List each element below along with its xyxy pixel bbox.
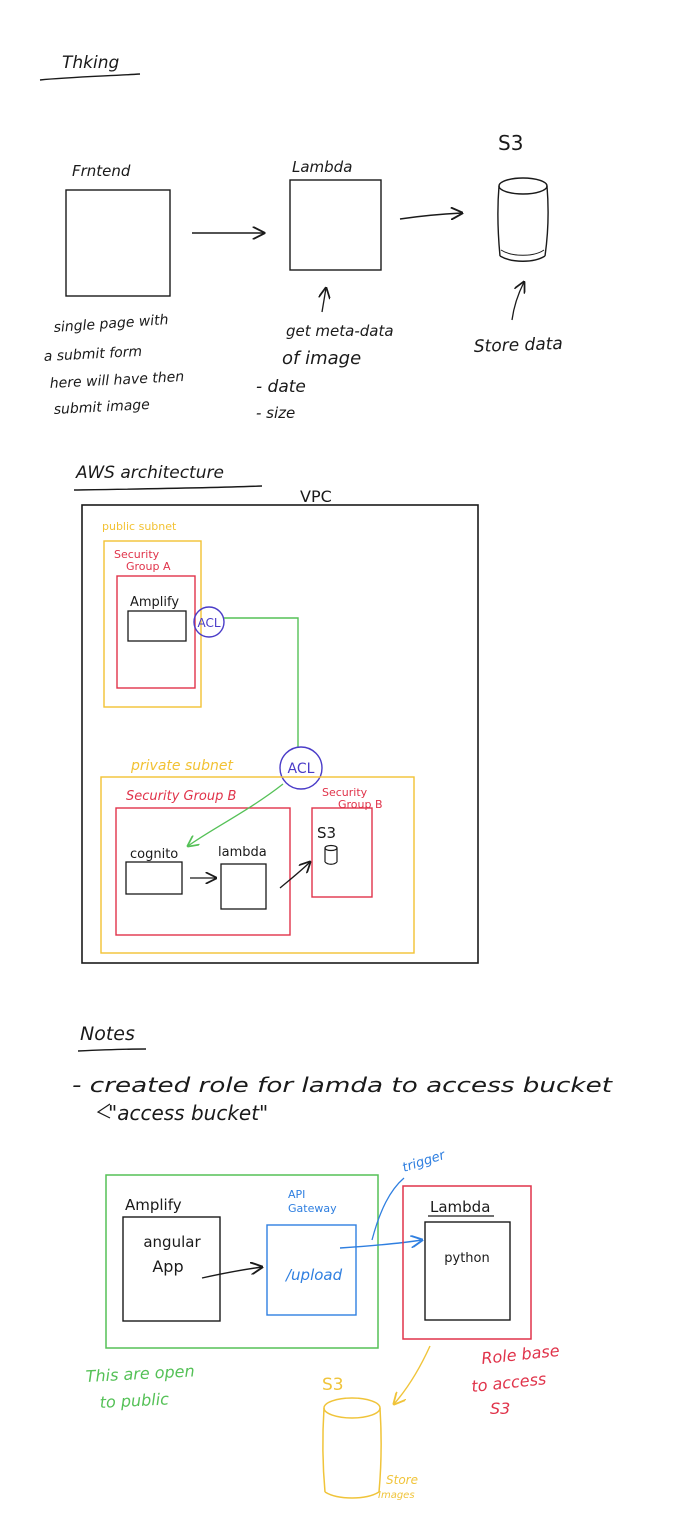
frontend-note-line-4: submit image	[53, 397, 150, 418]
acl-top-circle	[193, 606, 225, 638]
store-images-label-1: Store	[386, 1473, 418, 1487]
lambda-note-arrow	[322, 288, 326, 313]
acl-top-label: ACL	[197, 616, 220, 630]
notes-section: Notes - created role for lamda to access…	[72, 1023, 614, 1125]
s3-title: S3	[498, 131, 523, 155]
gateway-to-lambda-arrow	[339, 1240, 422, 1249]
aws-heading: AWS architecture	[75, 463, 224, 483]
frontend-title: Frntend	[72, 162, 131, 180]
notes-arrow-hook	[96, 1103, 111, 1119]
app-label-2: App	[152, 1257, 183, 1276]
cognito-label: cognito	[130, 847, 178, 862]
vpc-label: VPC	[300, 487, 332, 506]
frontend-note-line-3: here will have then	[49, 369, 184, 392]
database-cylinder-icon	[497, 177, 549, 262]
lambda-to-s3-store-arrow	[394, 1345, 431, 1404]
lambda-title: Lambda	[292, 158, 352, 176]
notes-heading-underline	[77, 1048, 147, 1052]
security-group-a-label-1: Security	[114, 548, 160, 561]
api-gateway-label-1: API	[288, 1188, 305, 1201]
notes-line-1: - created role for lamda to access bucke…	[72, 1073, 614, 1097]
public-area-box	[105, 1174, 379, 1349]
frontend-box	[65, 189, 171, 297]
acl-bottom-label: ACL	[288, 761, 315, 777]
app-to-gateway-arrow	[201, 1267, 262, 1279]
lambda-role-box	[402, 1185, 532, 1340]
lambda-note-line-1: get meta-data	[286, 322, 394, 340]
trigger-curve	[371, 1177, 405, 1241]
role-note: Role base to access S3	[470, 1341, 560, 1418]
public-subnet-label: public subnet	[102, 520, 177, 533]
aws-section: AWS architecture VPC public subnet Secur…	[73, 463, 479, 964]
private-subnet-label: private subnet	[130, 758, 233, 774]
lambda-note-line-3: - date	[256, 377, 306, 397]
lambda-box	[289, 179, 382, 271]
amplify-label: Amplify	[130, 595, 179, 610]
store-images-label-2: Images	[378, 1490, 415, 1501]
public-subnet-box	[103, 540, 202, 708]
open-public-line-1: This are open	[85, 1361, 195, 1386]
flow-lambda-title: Lambda	[430, 1198, 490, 1216]
upload-route-label: /upload	[284, 1266, 343, 1284]
vpc-box	[81, 504, 479, 964]
database-cylinder-icon	[322, 1397, 382, 1499]
security-group-b-label: Security Group B	[126, 789, 237, 804]
aws-heading-underline	[73, 485, 263, 491]
security-group-b-box	[115, 807, 291, 936]
frontend-note-line-2: a submit form	[43, 344, 142, 365]
trigger-label: trigger	[401, 1147, 449, 1175]
lambda-note-line-4: - size	[256, 404, 295, 422]
thinking-heading: Thking	[62, 53, 120, 73]
role-note-line-1: Role base	[480, 1341, 560, 1368]
flow-s3-title: S3	[322, 1375, 344, 1395]
role-note-line-3: S3	[490, 1399, 510, 1418]
aws-s3-label: S3	[317, 824, 336, 842]
lambda-vpc-box	[220, 863, 267, 910]
app-label-1: angular	[143, 1233, 201, 1251]
private-subnet-box	[100, 776, 415, 954]
security-group-b2-label-1: Security	[322, 786, 368, 799]
api-gateway-box	[266, 1224, 357, 1316]
notes-heading: Notes	[80, 1023, 135, 1045]
amplify-app-box	[122, 1216, 221, 1322]
lambda-note-line-2: of image	[282, 348, 361, 369]
python-box	[424, 1221, 511, 1321]
lambda-label: lambda	[218, 845, 267, 860]
frontend-note-line-1: single page with	[53, 312, 169, 336]
security-group-a-label-2: Group A	[126, 560, 171, 573]
thinking-heading-underline	[39, 73, 141, 81]
security-group-b2-label-2: Group B	[338, 798, 383, 811]
frontend-note: single page with a submit form here will…	[43, 312, 184, 418]
acl-to-cognito-arrow	[188, 783, 284, 846]
api-gateway-label-2: Gateway	[288, 1202, 337, 1215]
s3-note-arrow	[511, 282, 524, 321]
acl-connector-line	[224, 617, 299, 748]
open-public-note: This are open to public	[85, 1361, 195, 1412]
database-cylinder-icon	[324, 844, 338, 865]
open-public-line-2: to public	[99, 1389, 169, 1412]
amplify-box	[127, 610, 187, 642]
lambda-note: get meta-data of image - date - size	[256, 322, 394, 422]
acl-bottom-circle	[279, 746, 323, 790]
thinking-section: Thking Frntend single page with a submit…	[39, 53, 563, 422]
flow-section: Amplify angular App API Gateway /upload …	[85, 1147, 560, 1501]
cognito-box	[125, 861, 183, 895]
role-note-line-2: to access	[470, 1369, 547, 1396]
notes-line-2: "access bucket"	[108, 1101, 268, 1125]
security-group-b2-box	[311, 807, 373, 898]
flow-amplify-title: Amplify	[125, 1196, 182, 1214]
lambda-to-s3-arrow	[399, 213, 462, 219]
python-label: python	[444, 1251, 489, 1266]
security-group-a-box	[116, 575, 196, 689]
lambda-to-s3-vpc-arrow	[279, 862, 310, 889]
s3-note: Store data	[473, 334, 563, 357]
